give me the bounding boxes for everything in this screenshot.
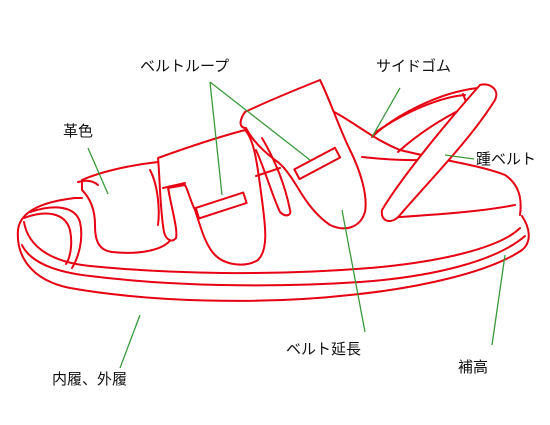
front-strap xyxy=(77,161,174,254)
leader-leather-color xyxy=(87,147,109,195)
label-leather-color: 革色 xyxy=(63,122,94,140)
leader-insole-outsole xyxy=(119,314,141,369)
middle-strap xyxy=(157,129,267,266)
label-side-rubber: サイドゴム xyxy=(376,57,452,75)
label-insole-outsole: 内履、外履 xyxy=(52,370,128,388)
label-height-adjust: 補高 xyxy=(458,358,489,376)
label-belt-extension: ベルト延長 xyxy=(286,340,362,358)
midsole-line xyxy=(21,235,526,287)
leader-side-rubber xyxy=(371,87,401,138)
leader-height-adjust xyxy=(491,254,506,346)
sole xyxy=(16,197,530,302)
outsole xyxy=(16,215,530,302)
label-heel-belt: 踵ベルト xyxy=(476,150,537,168)
leader-belt-loop-b xyxy=(209,81,311,161)
leader-lines xyxy=(87,81,506,369)
footbed-top xyxy=(17,197,83,231)
label-belt-loop: ベルトループ xyxy=(140,57,230,75)
heel-belt xyxy=(380,83,498,222)
insole-line xyxy=(23,221,521,275)
leader-belt-loop-a xyxy=(209,81,223,196)
belt-loop-right xyxy=(293,146,342,181)
leader-belt-extension xyxy=(341,209,366,333)
leader-heel-belt xyxy=(444,154,475,160)
belt-loop-left xyxy=(194,191,248,220)
